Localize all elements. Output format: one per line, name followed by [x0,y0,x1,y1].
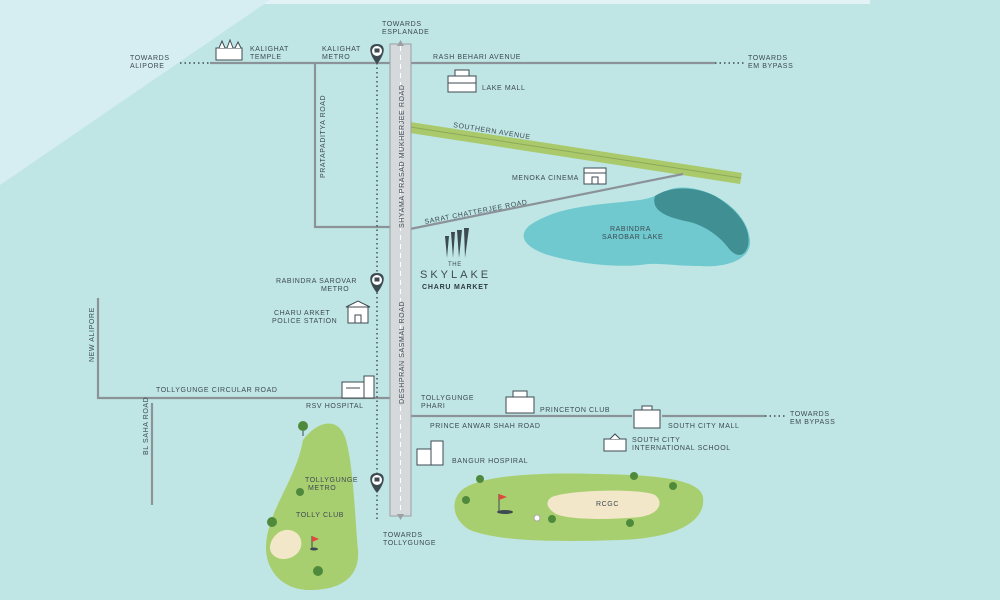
hospital-icon [341,375,375,399]
south-city-mall-label: SOUTH CITY MALL [668,423,740,430]
sarat-chatterjee-road-label: SARAT CHATTERJEE ROAD [424,199,528,226]
dotted-connectors [180,62,785,520]
top-band [0,0,870,4]
skylake-the-label: THE [448,262,462,268]
charu-market-label: CHARU MARKET [422,284,489,291]
corner-wedge [0,0,270,185]
tolly-club-label: TOLLY CLUB [296,512,344,519]
hospital-icon [416,440,444,466]
menoka-cinema-label: MENOKA CINEMA [512,175,579,182]
lake-mall-label: LAKE MALL [482,85,526,92]
mall-building-icon [447,69,477,93]
tolly-club-golf-course [265,423,359,590]
road-network [96,61,765,505]
bl-saha-road-label: BL SAHA ROAD [143,397,150,455]
rcgc-golf-course [454,473,704,541]
southern-avenue-centerline [409,126,742,179]
pratapaditya-road-label: PRATAPADITYA ROAD [320,95,327,178]
prince-anwar-shah-road-label: PRINCE ANWAR SHAH ROAD [430,423,541,430]
shyama-prasad-mukherjee-road [389,40,412,520]
new-alipore-label: NEW ALIPORE [89,307,96,362]
metro-pin-icon [370,473,384,493]
skylake-name-label: SKYLAKE [420,269,491,281]
princeton-club-label: PRINCETON CLUB [540,407,610,414]
school-icon [603,433,627,452]
golf-flag-icon [310,536,319,551]
temple-icon [215,38,243,61]
skylake-logo-icon [445,228,469,258]
tree-icon [267,421,677,576]
rsv-hospital-label: RSV HOSPITAL [306,403,364,410]
metro-pin-icon [370,273,384,293]
club-building-icon [505,390,535,414]
tollygunge-circular-road-label: TOLLYGUNGE CIRCULAR ROAD [156,387,278,394]
bangur-hospital-label: BANGUR HOSPIRAL [452,458,528,465]
metro-pin-icon [370,44,384,64]
shyama-prasad-road-label: SHYAMA PRASAD MUKHERJEE ROAD [399,85,406,228]
mall-building-icon [633,405,661,429]
rcgc-label: RCGC [596,501,619,508]
deshpran-sasmal-road-label: DESHPRAN SASMAL ROAD [399,301,406,404]
rash-behari-avenue-label: RASH BEHARI AVENUE [433,54,521,61]
police-station-icon [345,300,371,324]
rabindra-sarobar-lake [523,187,751,267]
golf-flag-icon [497,494,541,522]
cinema-icon [583,167,607,185]
